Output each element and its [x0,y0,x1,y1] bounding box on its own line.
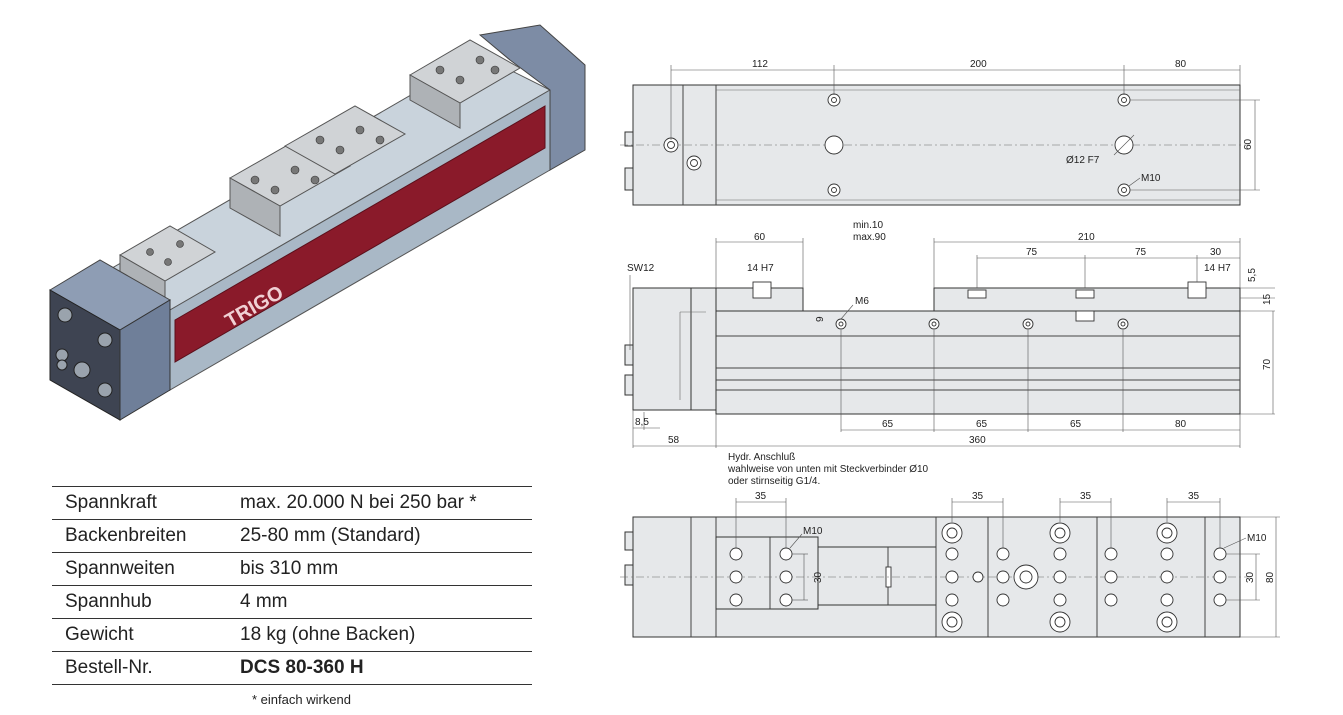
dim-65-b: 65 [976,419,988,430]
spec-value: max. 20.000 N bei 250 bar * [240,492,477,513]
label-m10: M10 [1141,173,1161,184]
dim-75-b: 75 [1135,247,1147,258]
label-m10-right: M10 [1247,533,1267,544]
dim-80-side: 80 [1175,419,1187,430]
spec-label: Spannkraft [65,492,157,513]
spec-row-gewicht: Gewicht 18 kg (ohne Backen) [52,619,532,652]
spec-value: 18 kg (ohne Backen) [240,624,416,645]
dim-60: 60 [1243,138,1254,150]
dim-80-right: 80 [1265,571,1276,583]
jaw-center-right [283,105,407,175]
min-label: min.10 [853,220,883,231]
label-m6: M6 [855,296,869,307]
end-bolts [55,307,113,398]
spec-label: Bestell-Nr. [65,657,153,678]
dim-65-a: 65 [882,419,894,430]
dim-30: 30 [1210,247,1222,258]
connection-note: Hydr. Anschluß wahlweise von unten mit S… [727,452,929,487]
spec-row-spannkraft: Spannkraft max. 20.000 N bei 250 bar * [52,486,532,520]
label-bore: Ø12 F7 [1066,155,1100,166]
side-view: 60 210 min.10 max.90 75 75 30 SW12 14 H7… [624,220,1275,448]
dim-30-right: 30 [1245,571,1256,583]
dim-70: 70 [1262,358,1273,370]
dim-80: 80 [1175,59,1187,70]
dim-360: 360 [969,435,986,446]
spec-label: Gewicht [65,624,134,645]
dim-60-side: 60 [754,232,766,243]
dim-30-inner: 30 [813,571,824,583]
dim-200: 200 [970,59,987,70]
jaw-center-left-side [229,177,281,237]
footnote: * einfach wirkend [252,692,351,707]
note-line-3: oder stirnseitig G1/4. [728,476,820,487]
spec-value: bis 310 mm [240,558,339,579]
dim-5-5: 5,5 [1247,268,1258,282]
spec-label: Spannweiten [65,558,175,579]
bottom-view: 35 35 35 35 M10 M10 30 80 30 [620,491,1280,638]
dim-58: 58 [668,435,680,446]
spec-row-bestell-nr: Bestell-Nr. DCS 80-360 H [52,652,532,685]
dim-15: 15 [1262,293,1273,305]
dim-35-d: 35 [1188,491,1200,502]
jaw-far-side [409,74,461,129]
dim-112: 112 [752,59,768,70]
dim-210: 210 [1078,232,1095,243]
far-end-block [478,24,586,171]
spec-label: Backenbreiten [65,525,187,546]
label-sw12: SW12 [627,263,655,274]
spec-row-spannhub: Spannhub 4 mm [52,586,532,619]
spec-row-backenbreiten: Backenbreiten 25-80 mm (Standard) [52,520,532,553]
dim-35-c: 35 [1080,491,1092,502]
top-view: 112 200 80 60 Ø12 F7 M10 [620,59,1260,206]
technical-drawings: 112 200 80 60 Ø12 F7 M10 [620,59,1280,638]
label-m10-left: M10 [803,526,823,537]
dim-35-b: 35 [972,491,984,502]
dim-65-c: 65 [1070,419,1082,430]
dim-75-a: 75 [1026,247,1038,258]
dim-35-a: 35 [755,491,767,502]
spec-row-spannweiten: Spannweiten bis 310 mm [52,553,532,586]
red-band [174,105,546,363]
note-line-1: Hydr. Anschluß [728,452,795,463]
product-photo: TRIGO [49,24,586,421]
label-14h7-left: 14 H7 [747,263,774,274]
note-line-2: wahlweise von unten mit Steckverbinder Ø… [727,464,929,475]
spec-value: DCS 80-360 H [240,657,364,678]
dim-9: 9 [815,316,826,322]
spec-label: Spannhub [65,591,152,612]
spec-value: 4 mm [240,591,288,612]
label-14h7-right: 14 H7 [1204,263,1231,274]
near-end-side [119,299,171,421]
max-label: max.90 [853,232,886,243]
dim-8-5: 8,5 [635,417,649,428]
spec-value: 25-80 mm (Standard) [240,525,421,546]
spec-table: Spannkraft max. 20.000 N bei 250 bar * B… [52,486,532,685]
